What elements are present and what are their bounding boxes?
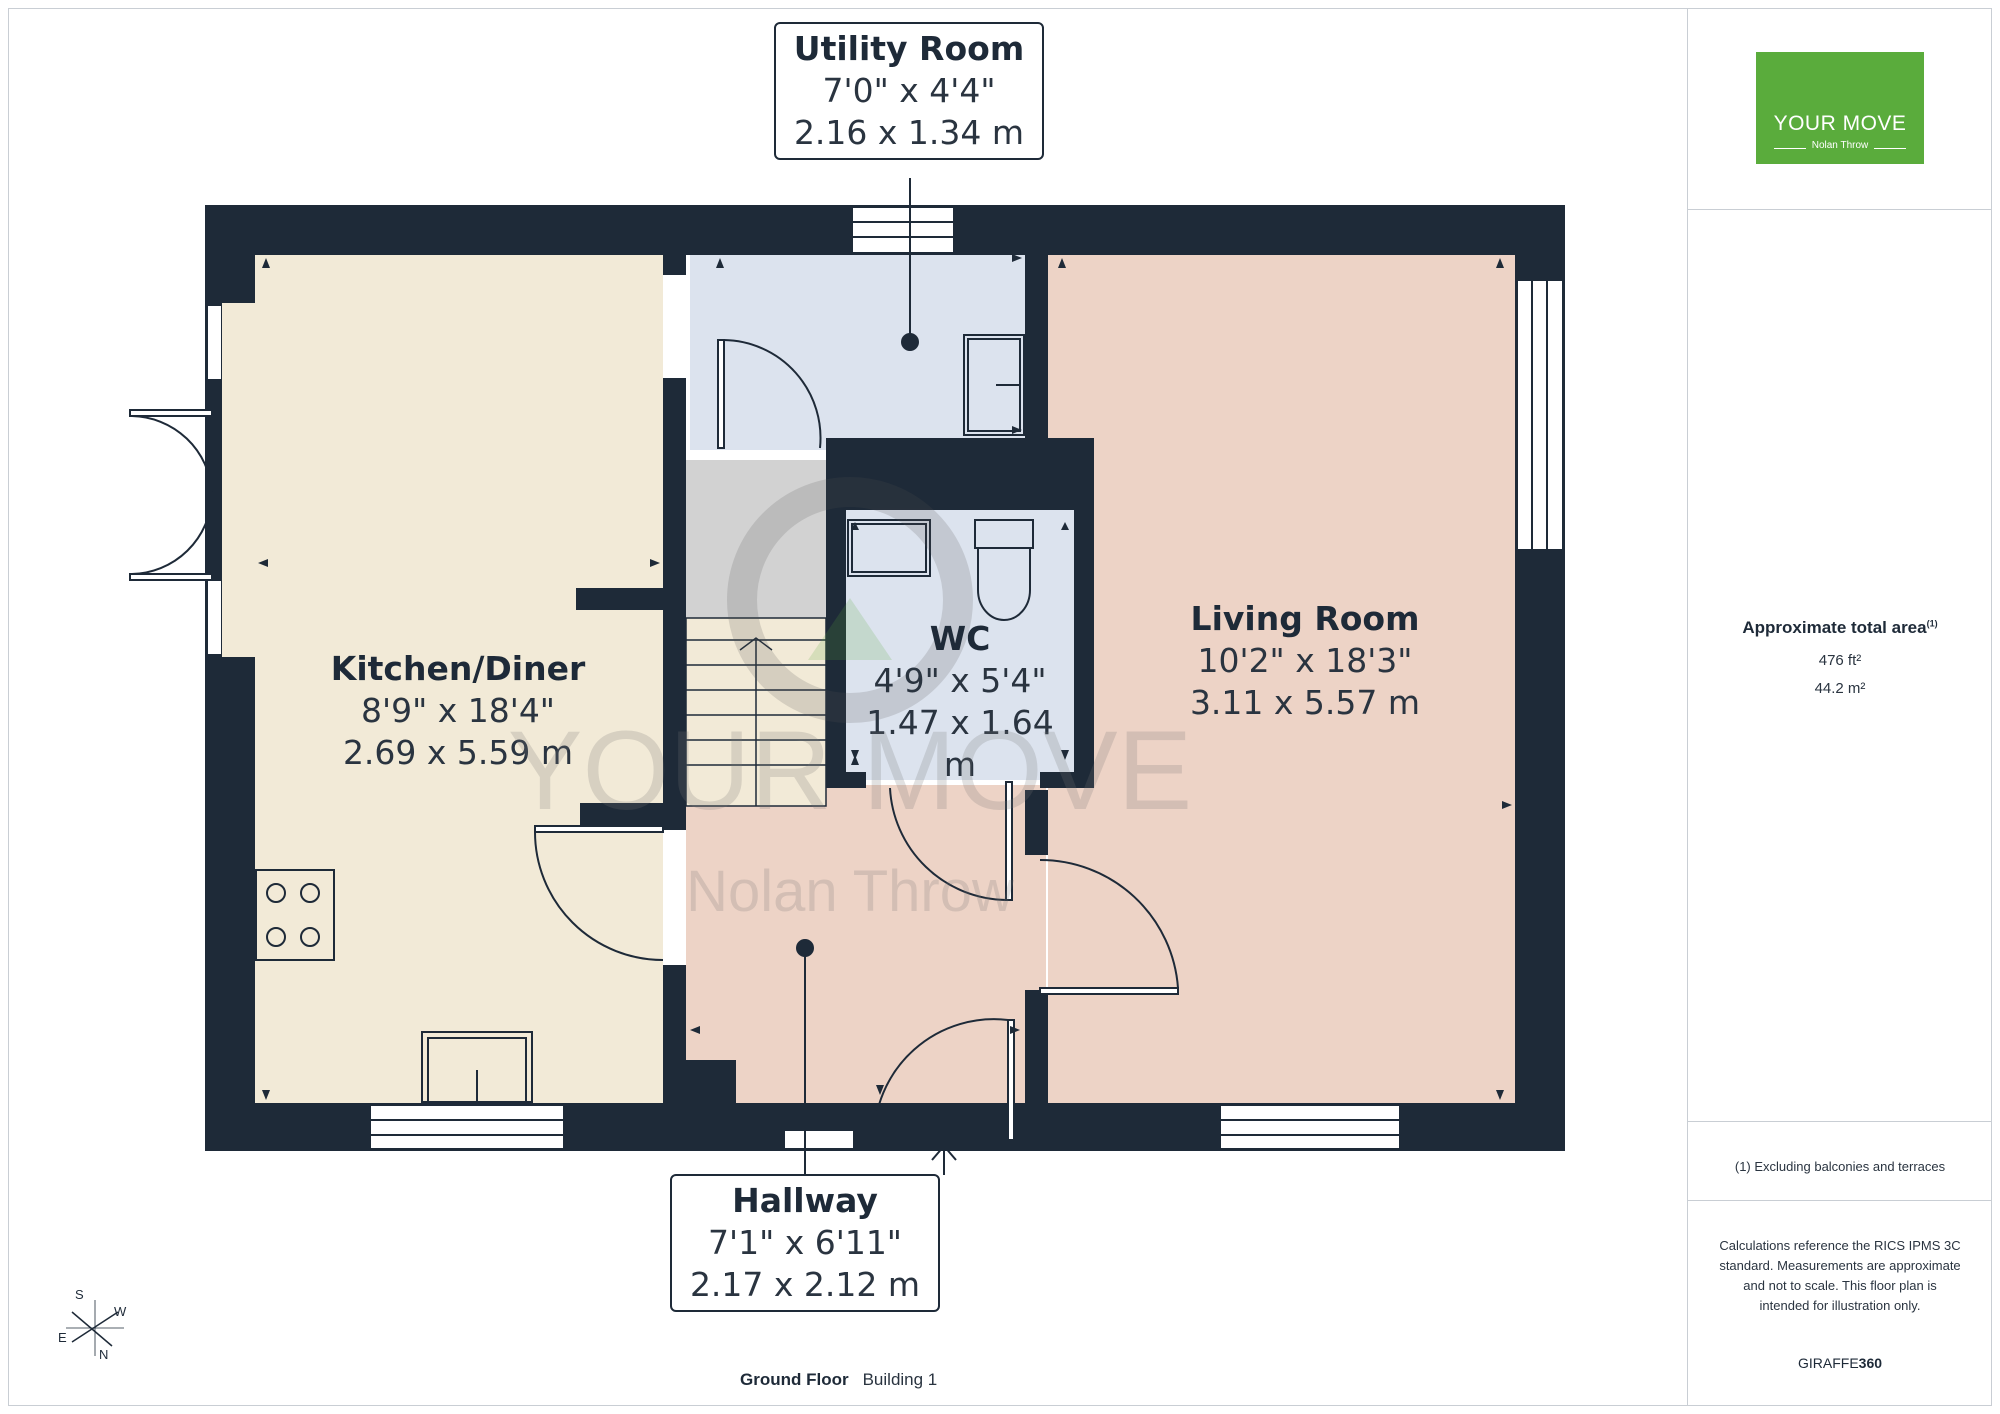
disclaimer: Calculations reference the RICS IPMS 3C … (1719, 1238, 1961, 1313)
hallway-floor (686, 785, 1046, 1103)
sidebar-divider (1688, 1200, 1992, 1201)
area-ft2: 476 ft² (1818, 652, 1862, 669)
label-leaders (796, 178, 919, 1178)
living-room-metric: 3.11 x 5.57 m (1189, 683, 1421, 722)
brand-logo: YOUR MOVE Nolan Throw (1756, 52, 1924, 164)
living-room-label: Living Room 10'2" x 18'3" 3.11 x 5.57 m (1100, 598, 1510, 724)
utility-room-label: Utility Room 7'0" x 4'4" 2.16 x 1.34 m (774, 22, 1044, 160)
windows (206, 206, 1564, 1150)
area-note-mark: (1) (1926, 618, 1938, 629)
page-frame (8, 8, 1992, 1406)
compass-w: W (114, 1304, 127, 1319)
hallway-imperial: 7'1" x 6'11" (708, 1223, 902, 1262)
provider-logo: GIRAFFE360 (1688, 1355, 1992, 1371)
doors (534, 339, 1179, 1141)
compass-e: E (58, 1330, 67, 1345)
living-room-name: Living Room (1190, 599, 1420, 638)
wc-label: WC 4'9" x 5'4" 1.47 x 1.64 m (846, 618, 1074, 786)
kitchen-label: Kitchen/Diner 8'9" x 18'4" 2.69 x 5.59 m (268, 648, 648, 774)
staircase (685, 617, 827, 807)
wc-floor (846, 510, 1074, 780)
living-floor (1048, 255, 1515, 1103)
dimension-arrows (258, 254, 1512, 1100)
entrance-arrow (931, 1144, 957, 1175)
utility-room-metric: 2.16 x 1.34 m (793, 113, 1025, 152)
utility-floor (690, 255, 1025, 450)
kitchen-floor (255, 255, 663, 1103)
utility-room-name: Utility Room (793, 29, 1025, 68)
french-door (129, 303, 255, 657)
wc-name: WC (929, 619, 991, 658)
watermark-logo-icon (727, 477, 973, 723)
provider-suffix: 360 (1858, 1355, 1883, 1371)
wc-imperial: 4'9" x 5'4" (873, 661, 1047, 700)
floor-caption: Ground Floor Building 1 (740, 1370, 937, 1390)
compass-s: S (75, 1287, 84, 1302)
compass-icon (66, 1300, 124, 1356)
compass-n: N (99, 1347, 109, 1362)
kitchen-imperial: 8'9" x 18'4" (361, 691, 555, 730)
utility-room-imperial: 7'0" x 4'4" (822, 71, 996, 110)
area-title: Approximate total area(1) (1742, 618, 1938, 637)
kitchen-name: Kitchen/Diner (330, 649, 586, 688)
logo-branch: Nolan Throw (1811, 140, 1869, 151)
logo-brand: YOUR MOVE (1773, 112, 1907, 135)
hallway-label: Hallway 7'1" x 6'11" 2.17 x 2.12 m (670, 1174, 940, 1312)
floor-building: Building 1 (862, 1370, 938, 1389)
sidebar-divider (1688, 1121, 1992, 1122)
sidebar-divider (1688, 209, 1992, 210)
hallway-metric: 2.17 x 2.12 m (689, 1265, 921, 1304)
floor-level: Ground Floor (740, 1370, 849, 1389)
area-footnote: (1) Excluding balconies and terraces (1734, 1159, 1946, 1174)
living-room-imperial: 10'2" x 18'3" (1197, 641, 1413, 680)
hallway-name: Hallway (732, 1181, 878, 1220)
fixtures (255, 334, 1034, 1103)
info-sidebar: YOUR MOVE Nolan Throw Approximate total … (1687, 8, 1992, 1406)
stairs-landing (686, 460, 826, 618)
area-m2: 44.2 m² (1814, 680, 1866, 697)
kitchen-metric: 2.69 x 5.59 m (342, 733, 574, 772)
provider-prefix: GIRAFFE (1797, 1355, 1859, 1371)
wc-metric: 1.47 x 1.64 m (866, 703, 1054, 784)
